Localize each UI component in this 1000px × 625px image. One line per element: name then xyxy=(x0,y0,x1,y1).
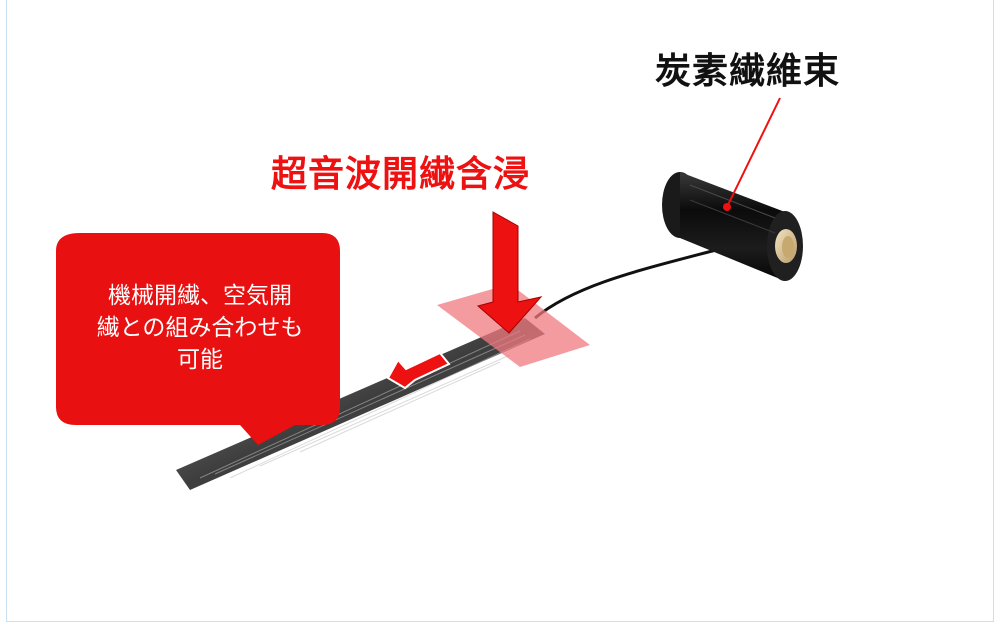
bundle-leader-dot xyxy=(723,203,731,211)
tape-texture xyxy=(199,330,531,479)
callout-line-1: 機械開繊、空気開 xyxy=(108,283,292,309)
slide-frame xyxy=(6,0,994,622)
bundle-leader-line xyxy=(726,97,781,208)
carbon-fiber-spool xyxy=(662,172,803,281)
callout-bubble xyxy=(56,233,340,445)
callout-text: 機械開繊、空気開 繊との組み合わせも 可能 xyxy=(62,280,338,376)
callout-line-2: 繊との組み合わせも xyxy=(96,315,304,341)
ultrasonic-impregnation-label: 超音波開繊含浸 xyxy=(271,154,531,195)
feed-direction-arrow xyxy=(386,351,451,390)
callout-line-3: 可能 xyxy=(177,347,223,373)
fiber-tow-line xyxy=(534,248,717,320)
ultrasonic-direction-arrow xyxy=(476,211,543,334)
carbon-fiber-bundle-label: 炭素繊維束 xyxy=(655,51,841,92)
